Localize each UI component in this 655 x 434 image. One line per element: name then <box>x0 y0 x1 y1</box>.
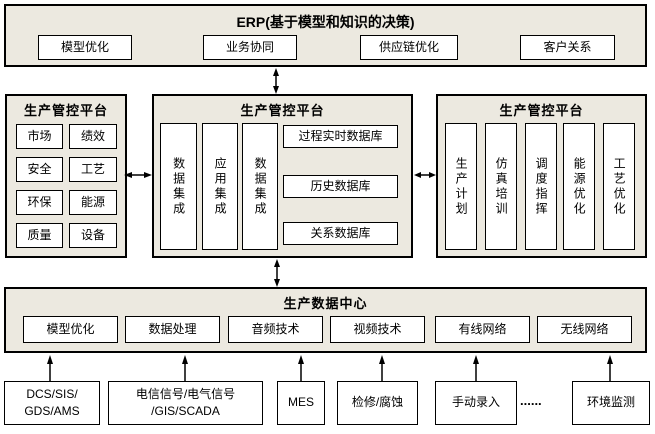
dc-box-data-processing: 数据处理 <box>125 316 220 343</box>
erp-panel: ERP(基于模型和知识的决策) 模型优化 业务协同 供应链优化 客户关系 <box>4 4 647 67</box>
center-box-history-database: 历史数据库 <box>283 175 398 198</box>
erp-box-business-collaboration: 业务协同 <box>203 35 297 60</box>
erp-panel-title: ERP(基于模型和知识的决策) <box>236 14 415 30</box>
up-arrow-mes-icon <box>295 355 307 381</box>
center-box-data-integration-1: 数据集成 <box>160 123 197 250</box>
erp-box-supply-chain-optimization: 供应链优化 <box>360 35 458 60</box>
left-box-performance: 绩效 <box>69 124 117 149</box>
source-text-line: 手动录入 <box>451 395 500 410</box>
source-text-line: MES <box>287 395 314 410</box>
source-maintenance-corrosion: 检修/腐蚀 <box>337 381 418 425</box>
double-arrow-left-center-platform-icon <box>124 169 152 181</box>
dc-box-audio-technology: 音频技术 <box>228 316 323 343</box>
right-box-dispatch-command: 调度指挥 <box>525 123 557 250</box>
center-platform-panel: 生产管控平台 数据集成 应用集成 数据集成 过程实时数据库 历史数据库 关系数据… <box>152 94 413 258</box>
up-arrow-dcs-icon <box>44 355 56 381</box>
double-arrow-erp-center-platform-icon <box>270 68 282 94</box>
up-arrow-telecom-icon <box>179 355 191 381</box>
dc-box-wired-network: 有线网络 <box>435 316 530 343</box>
source-manual-entry: 手动录入 <box>435 381 517 425</box>
right-platform-title: 生产管控平台 <box>499 103 584 118</box>
dc-box-video-technology: 视频技术 <box>330 316 425 343</box>
center-box-relational-database: 关系数据库 <box>283 222 398 245</box>
double-arrow-center-platform-data-center-icon <box>271 259 283 287</box>
left-box-quality: 质量 <box>16 223 63 248</box>
up-arrow-environment-icon <box>604 355 616 381</box>
right-box-energy-optimization: 能源优化 <box>563 123 595 250</box>
dc-box-wireless-network: 无线网络 <box>537 316 632 343</box>
center-box-data-integration-2: 数据集成 <box>242 123 278 250</box>
data-center-title: 生产数据中心 <box>283 296 368 311</box>
left-box-equipment: 设备 <box>69 223 117 248</box>
erp-box-customer-relationship: 客户关系 <box>520 35 615 60</box>
center-box-realtime-database: 过程实时数据库 <box>283 125 398 148</box>
source-text-line: 环境监测 <box>586 395 635 410</box>
right-box-simulation-training: 仿真培训 <box>485 123 517 250</box>
source-text-line: GDS/AMS <box>24 404 80 418</box>
left-box-process: 工艺 <box>69 157 117 182</box>
source-text-line: DCS/SIS/ <box>26 386 78 401</box>
left-platform-title: 生产管控平台 <box>23 103 108 118</box>
left-box-safety: 安全 <box>16 157 63 182</box>
up-arrow-maintenance-icon <box>376 355 388 381</box>
source-telecom-signals: 电信信号/电气信号 /GIS/SCADA <box>108 381 263 425</box>
erp-box-model-optimization: 模型优化 <box>38 35 132 60</box>
sources-ellipsis: ...... <box>520 393 542 408</box>
left-box-energy: 能源 <box>69 190 117 215</box>
data-center-panel: 生产数据中心 模型优化 数据处理 音频技术 视频技术 有线网络 无线网络 <box>4 287 647 353</box>
right-box-process-optimization: 工艺优化 <box>603 123 635 250</box>
double-arrow-center-right-platform-icon <box>414 169 436 181</box>
source-text-line: /GIS/SCADA <box>151 404 220 418</box>
dc-box-model-optimization: 模型优化 <box>23 316 118 343</box>
source-environment-monitoring: 环境监测 <box>572 381 650 425</box>
center-box-application-integration: 应用集成 <box>202 123 238 250</box>
right-platform-panel: 生产管控平台 生产计划 仿真培训 调度指挥 能源优化 工艺优化 <box>436 94 647 258</box>
source-dcs-sis-gds-ams: DCS/SIS/ GDS/AMS <box>4 381 100 425</box>
left-box-market: 市场 <box>16 124 63 149</box>
left-platform-panel: 生产管控平台 市场 绩效 安全 工艺 环保 能源 质量 设备 <box>5 94 127 258</box>
up-arrow-manual-entry-icon <box>470 355 482 381</box>
source-text-line: 检修/腐蚀 <box>351 395 404 410</box>
source-mes: MES <box>277 381 325 425</box>
right-box-production-planning: 生产计划 <box>445 123 477 250</box>
left-box-environment: 环保 <box>16 190 63 215</box>
center-platform-title: 生产管控平台 <box>240 103 325 118</box>
source-text-line: 电信信号/电气信号 <box>135 386 236 401</box>
